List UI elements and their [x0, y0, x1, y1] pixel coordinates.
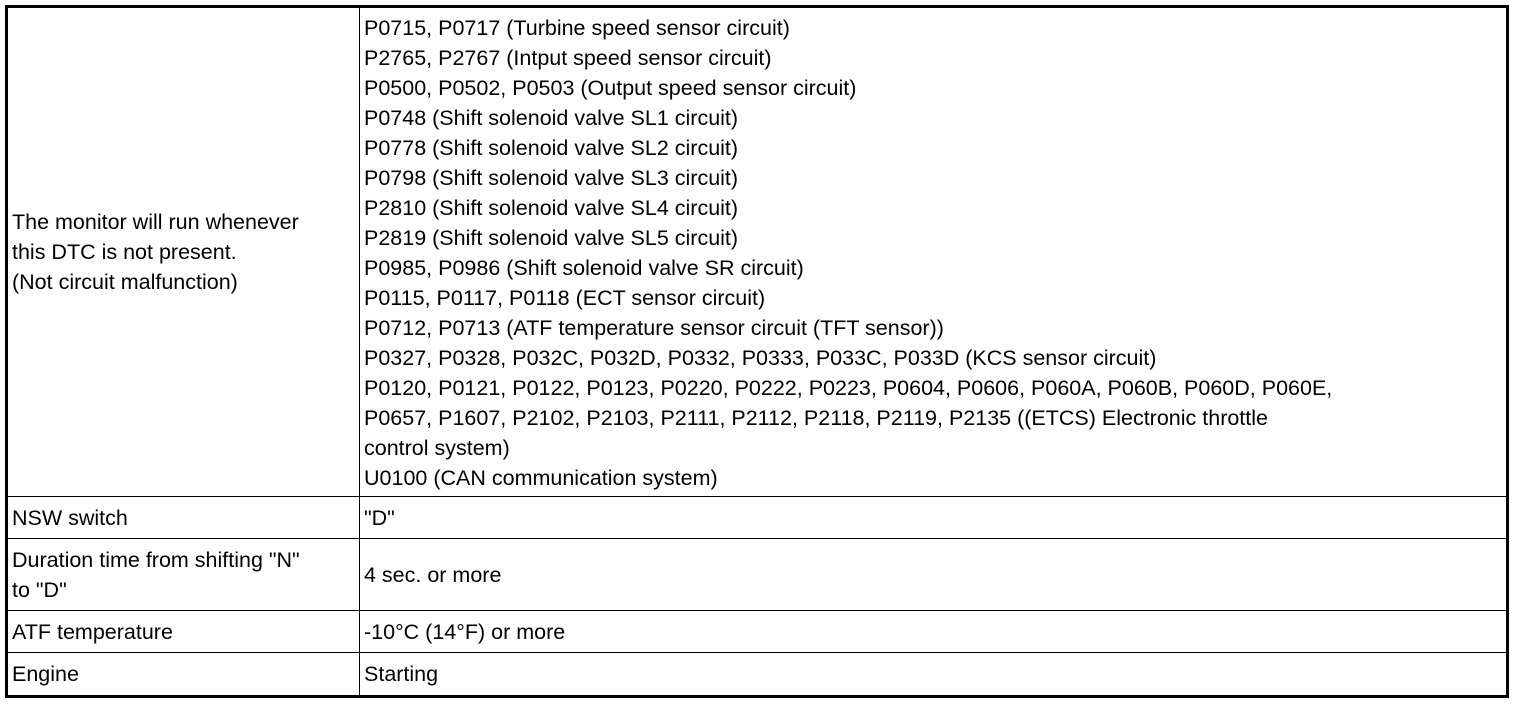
table-cell-value: P0715, P0717 (Turbine speed sensor circu… — [360, 8, 1506, 497]
row-label-atf-temperature: ATF temperature — [12, 619, 173, 644]
table-cell-value: Starting — [360, 653, 1506, 695]
table-cell-value: -10°C (14°F) or more — [360, 611, 1506, 653]
row-label-monitor-condition: The monitor will run whenever this DTC i… — [12, 210, 299, 294]
table-cell-label: ATF temperature — [8, 611, 360, 653]
row-label-duration-time: Duration time from shifting "N" to "D" — [12, 547, 300, 602]
dtc-list-item: U0100 (CAN communication system) — [364, 466, 718, 490]
dtc-list-item: P2765, P2767 (Intput speed sensor circui… — [364, 46, 772, 70]
dtc-list-item: P0715, P0717 (Turbine speed sensor circu… — [364, 16, 790, 40]
dtc-list-item: P0500, P0502, P0503 (Output speed sensor… — [364, 76, 857, 100]
dtc-list-item: P2819 (Shift solenoid valve SL5 circuit) — [364, 226, 739, 250]
table-cell-label: The monitor will run whenever this DTC i… — [8, 8, 360, 497]
conditions-table: The monitor will run whenever this DTC i… — [5, 5, 1509, 698]
dtc-list-item: P0985, P0986 (Shift solenoid valve SR ci… — [364, 256, 804, 280]
dtc-list-item: P0120, P0121, P0122, P0123, P0220, P0222… — [364, 376, 1333, 400]
row-value-engine: Starting — [364, 662, 439, 686]
dtc-list-item: P2810 (Shift solenoid valve SL4 circuit) — [364, 196, 739, 220]
table-cell-value: 4 sec. or more — [360, 539, 1506, 611]
dtc-list-item: P0778 (Shift solenoid valve SL2 circuit) — [364, 136, 739, 160]
row-label-nsw-switch: NSW switch — [12, 505, 128, 530]
dtc-list-item: P0657, P1607, P2102, P2103, P2111, P2112… — [364, 406, 1268, 430]
table-cell-label: NSW switch — [8, 497, 360, 539]
table-cell-label: Duration time from shifting "N" to "D" — [8, 539, 360, 611]
table-cell-label: Engine — [8, 653, 360, 695]
dtc-list-item: P0327, P0328, P032C, P032D, P0332, P0333… — [364, 346, 1157, 370]
dtc-list-item: P0748 (Shift solenoid valve SL1 circuit) — [364, 106, 739, 130]
row-value-nsw-switch: "D" — [364, 505, 395, 530]
row-value-duration-time: 4 sec. or more — [364, 562, 502, 587]
row-value-atf-temperature: -10°C (14°F) or more — [364, 619, 566, 644]
table-cell-value: "D" — [360, 497, 1506, 539]
row-label-engine: Engine — [12, 662, 79, 686]
dtc-list-item: P0115, P0117, P0118 (ECT sensor circuit) — [364, 286, 766, 310]
dtc-list-item: P0712, P0713 (ATF temperature sensor cir… — [364, 316, 944, 340]
dtc-list-item: P0798 (Shift solenoid valve SL3 circuit) — [364, 166, 739, 190]
dtc-list: P0715, P0717 (Turbine speed sensor circu… — [364, 13, 1332, 493]
dtc-list-item: control system) — [364, 436, 510, 460]
